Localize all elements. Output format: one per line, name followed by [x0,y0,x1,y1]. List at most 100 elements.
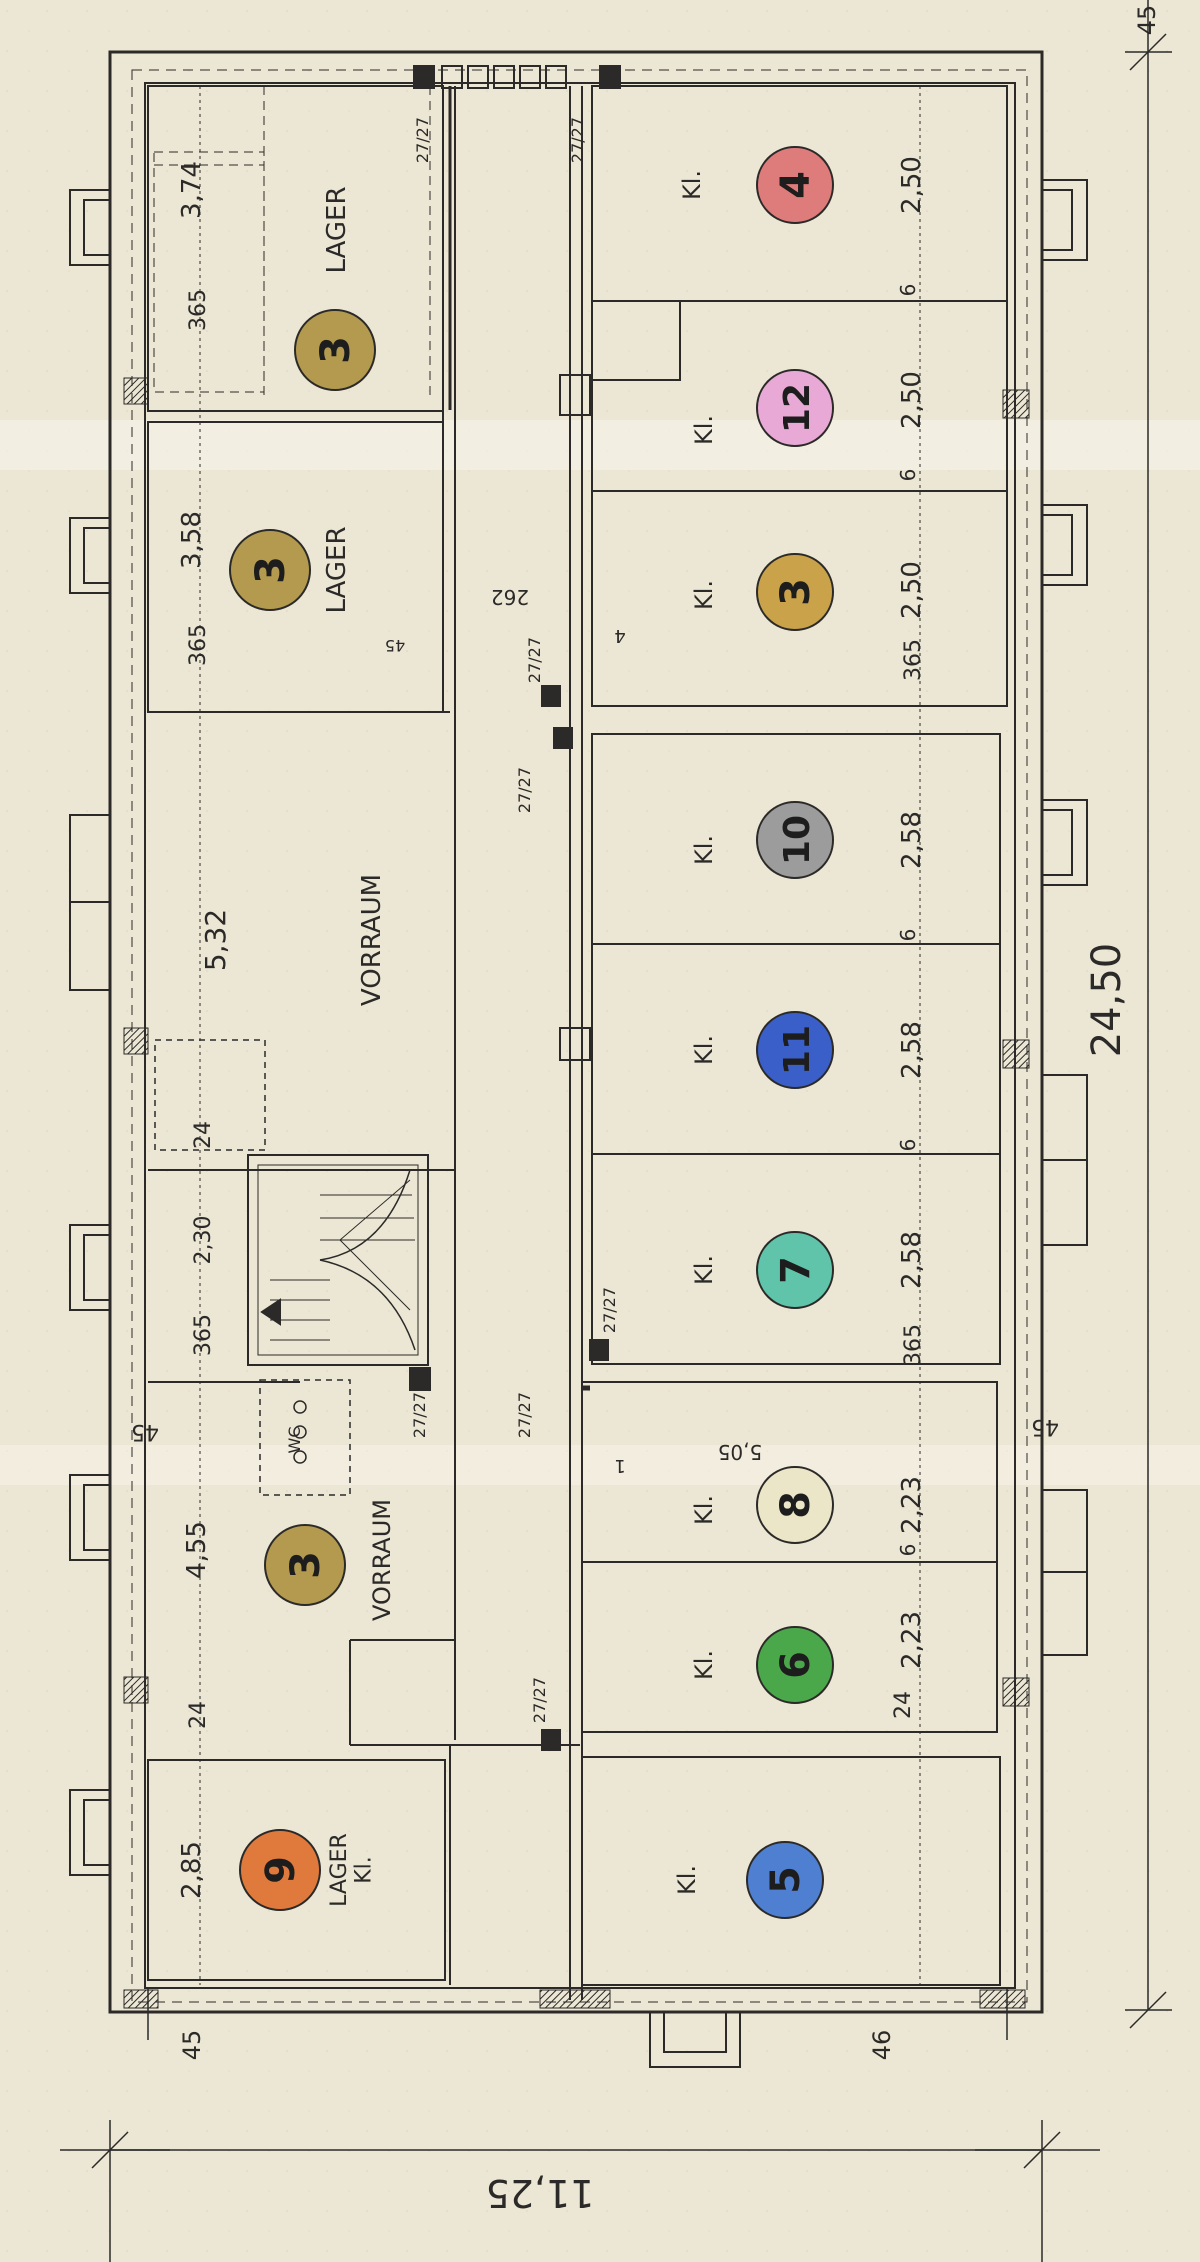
dim-365-b: 365 [186,624,211,666]
edge-dim-45-top: 45 [1133,5,1161,36]
dim-262: 262 [491,585,529,609]
room-r11[interactable]: 11 [756,1011,834,1089]
room-r7-label: Kl. [690,1255,718,1285]
room-r12-circle [756,369,834,447]
room-lager2-dim: 3,58 [177,511,207,569]
dim-6-d: 6 [896,1139,920,1152]
dim-45-a: 45 [131,1419,159,1444]
room-lager1[interactable]: 3 [294,309,376,391]
room-r7-circle [756,1231,834,1309]
dim-27-1: 27/27 [413,117,432,163]
room-r4-label: Kl. [678,170,706,200]
room-lager9-number: 9 [258,1856,304,1884]
room-r7-dim: 2,58 [897,1231,927,1289]
room-r7[interactable]: 7 [756,1231,834,1309]
dim-4: 4 [614,625,625,646]
room-lager1-label: LAGER [322,186,352,273]
dim-27-2: 27/27 [568,117,587,163]
room-r3b-number: 3 [773,578,819,606]
room-r8[interactable]: 8 [756,1466,834,1544]
room-r6-dim: 2,23 [897,1611,927,1669]
room-r12-dim: 2,50 [897,371,927,429]
room-r3b-dim: 2,50 [897,561,927,619]
room-r5-label: Kl. [673,1865,701,1895]
dim-45-b: 45 [1031,1414,1059,1439]
room-r10-dim: 2,58 [897,811,927,869]
dim-1: 1 [614,1455,625,1476]
room-r3b[interactable]: 3 [756,553,834,631]
room-vorraum2-dim: 4,55 [182,1521,212,1579]
dim-6-e: 6 [896,1544,920,1557]
room-r5-circle [746,1841,824,1919]
room-lager1-dim: 3,74 [177,161,207,219]
room-r4-dim: 2,50 [897,156,927,214]
right-rooms [581,85,1008,1986]
dim-505: 5,05 [718,1440,763,1464]
room-vorraum2-label: VORRAUM [368,1499,396,1621]
wc-block [154,1039,351,1496]
dim-27-3: 27/27 [525,637,544,683]
room-r5-number: 5 [763,1866,809,1894]
dim-27-5: 27/27 [600,1287,619,1333]
room-vorraum1-dim: 5,32 [199,909,232,971]
room-r6[interactable]: 6 [756,1626,834,1704]
room-r5[interactable]: 5 [746,1841,824,1919]
room-r11-number: 11 [777,1025,818,1075]
room-lager9[interactable]: 9 [239,1829,321,1911]
width-dimension-label: 11,25 [486,2171,595,2215]
room-lager9-dim: 2,85 [177,1841,207,1899]
room-r4-circle [756,146,834,224]
length-dimension-label: 24,50 [1084,943,1130,1058]
room-r11-label: Kl. [690,1035,718,1065]
chimney-row [413,65,621,89]
paper-fold-1 [0,420,1200,470]
room-r11-circle [756,1011,834,1089]
room-r10-circle [756,801,834,879]
room-vorraum2[interactable]: 3 [264,1524,346,1606]
stairwell[interactable] [247,1154,429,1366]
edge-dim-46-right: 46 [868,2030,896,2061]
room-vorraum2-number: 3 [283,1551,329,1579]
corridor [409,86,609,2000]
room-r7-number: 7 [773,1256,819,1284]
left-window-bays [69,189,111,1876]
room-lager1-circle [294,309,376,391]
room-r8-label: Kl. [690,1495,718,1525]
room-r6-label: Kl. [690,1650,718,1680]
dimension-chain [199,86,921,1985]
room-r6-circle [756,1626,834,1704]
room-lager2-label: LAGER [322,526,352,613]
dim-27-4: 27/27 [515,767,534,813]
paper-fold-2 [0,1445,1200,1485]
room-r11-dim: 2,58 [897,1021,927,1079]
room-lager9-label: LAGERKl. [327,1833,376,1907]
dim-24-b: 24 [186,1701,211,1729]
dim-365-d: 365 [901,639,926,681]
dim-wc: WC [285,1427,304,1454]
secondary-dimensions: 365 365 365 365 365 2,30 24 24 24 6 6 6 … [131,117,1059,1729]
room-lager2-circle [229,529,311,611]
room-r10[interactable]: 10 [756,801,834,879]
room-r10-number: 10 [777,815,818,865]
room-r8-dim: 2,23 [897,1476,927,1534]
room-r4-number: 4 [773,171,819,199]
room-r12-label: Kl. [690,415,718,445]
room-r3b-circle [756,553,834,631]
room-lager1-number: 3 [313,336,359,364]
room-lager2[interactable]: 3 [229,529,311,611]
dim-45-c: 45 [385,636,405,655]
dim-24-c: 24 [891,1691,916,1719]
edge-dim-45-left: 45 [178,2030,206,2061]
room-lager2-number: 3 [248,556,294,584]
dim-24-a: 24 [191,1121,216,1149]
dim-stair-230: 2,30 [191,1216,216,1265]
room-r6-number: 6 [773,1651,819,1679]
dim-6-c: 6 [896,929,920,942]
room-r4[interactable]: 4 [756,146,834,224]
left-rooms [147,85,580,1985]
dim-27-8: 27/27 [530,1677,549,1723]
room-r12[interactable]: 12 [756,369,834,447]
right-window-bays [649,179,1088,2068]
